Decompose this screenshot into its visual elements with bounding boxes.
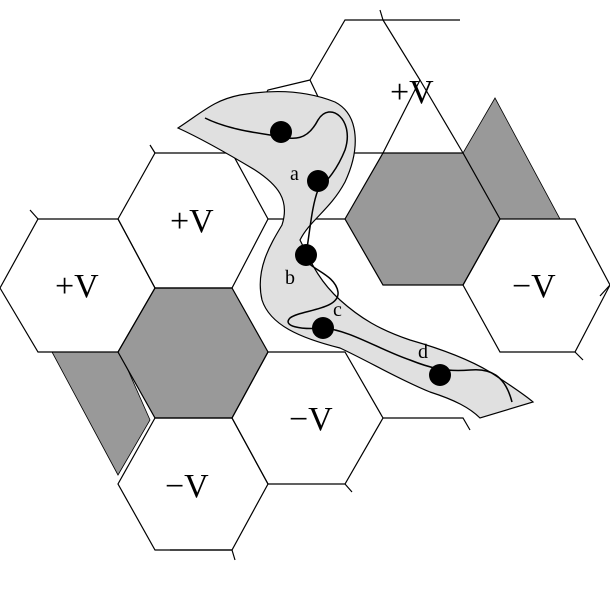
dot-c (312, 317, 334, 339)
lattice-edge-upper-left-stub (29, 144, 156, 220)
hexagon-right (462, 218, 610, 353)
label-plus-v-left: +V (55, 268, 99, 305)
lattice-edge-bottom (170, 483, 353, 561)
label-minus-v-center: −V (289, 401, 333, 438)
point-label-d: d (418, 341, 428, 363)
label-plus-v-upper-left: +V (170, 203, 214, 240)
dot-b (295, 244, 317, 266)
point-label-b: b (285, 267, 295, 289)
lattice-edge-right-bottom (574, 284, 610, 361)
dot-start (270, 121, 292, 143)
point-label-c: c (333, 299, 342, 321)
lattice-edge-top-stub (379, 9, 384, 21)
conduction-path (204, 111, 513, 403)
label-minus-v-right: −V (512, 268, 556, 305)
dot-d (429, 364, 451, 386)
point-label-a: a (290, 163, 299, 185)
hexagon-lattice-lines (0, 9, 610, 561)
dots (270, 121, 451, 386)
lattice-edge-center-right (383, 417, 471, 431)
lattice-edge-right-top (419, 79, 464, 154)
label-minus-v-bottom: −V (165, 468, 209, 505)
dot-a (307, 170, 329, 192)
hexagon-far-left (0, 218, 156, 353)
label-plus-v-top: +V (390, 74, 434, 111)
